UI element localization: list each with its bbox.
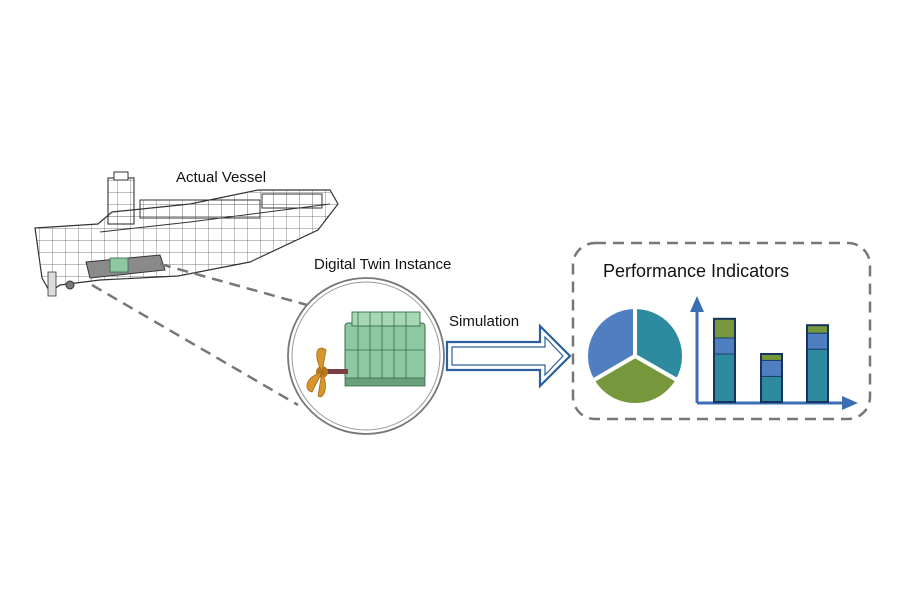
- x-axis-arrowhead: [842, 396, 858, 410]
- actual-vessel-label: Actual Vessel: [176, 169, 267, 186]
- pie-slice: [589, 353, 681, 407]
- digital-twin-circle: [287, 277, 445, 435]
- bar-outline: [713, 317, 736, 403]
- ship-engine-icon: [318, 311, 426, 387]
- y-axis-arrowhead: [690, 296, 704, 312]
- bar-segment: [760, 359, 783, 377]
- bar-segment: [713, 353, 736, 403]
- pie-chart-icon: [584, 304, 686, 407]
- bar-outline: [806, 324, 829, 404]
- stacked-bar-chart-icon: [690, 296, 858, 410]
- bar-segment: [806, 348, 829, 403]
- bar-outline: [760, 353, 783, 403]
- bar-segment: [713, 337, 736, 355]
- container-ship-wireframe-icon: [34, 171, 339, 297]
- bar-segment: [806, 324, 829, 334]
- simulation-label: Simulation: [449, 313, 520, 330]
- bar-segment: [806, 332, 829, 350]
- bar-segment: [760, 375, 783, 403]
- pie-slice: [584, 304, 637, 384]
- digital-twin-instance-label: Digital Twin Instance: [314, 256, 452, 273]
- bar-segment: [713, 318, 736, 339]
- performance-indicators-title: Performance Indicators: [603, 261, 790, 281]
- simulation-arrow-icon: [445, 323, 572, 389]
- zoom-connector-lines: [91, 262, 319, 407]
- propeller-icon: [306, 347, 328, 398]
